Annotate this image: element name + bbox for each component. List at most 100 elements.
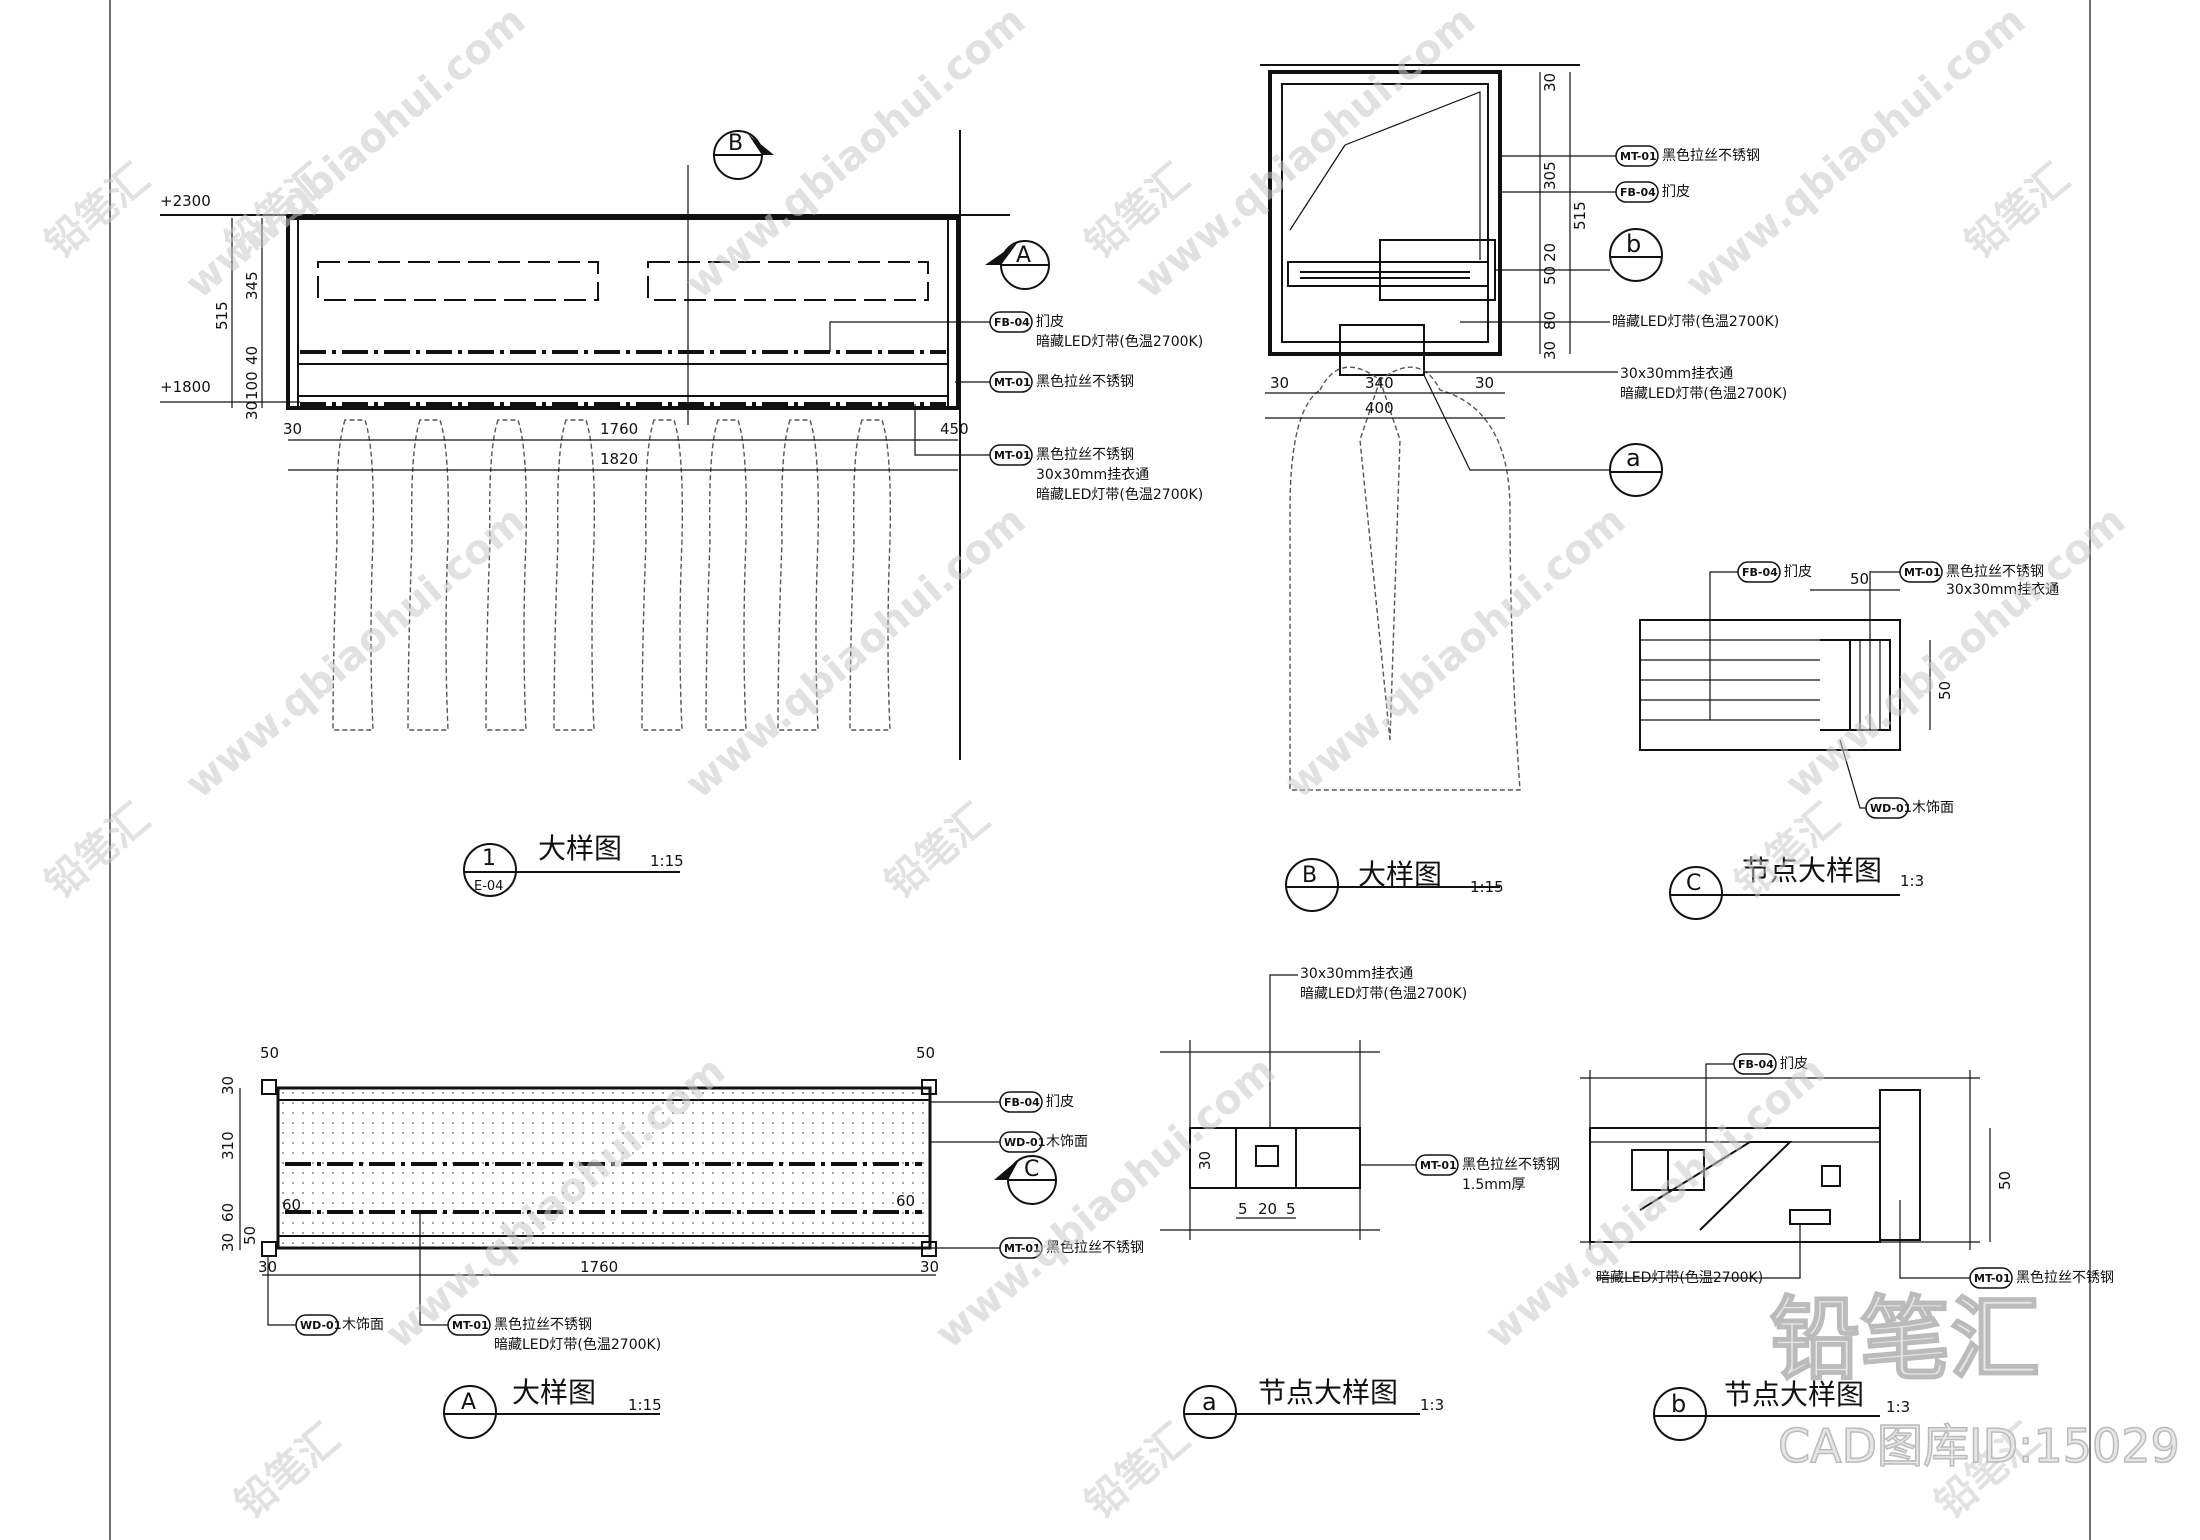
view-a-small-title: a 节点大样图 1:3 — [1183, 1376, 1444, 1439]
watermark-url-8: www.qbiaohui.com — [1777, 498, 2134, 808]
dim-a-h30b: 30 — [920, 1258, 939, 1276]
svg-text:节点大样图: 节点大样图 — [1258, 1376, 1398, 1409]
svg-text:FB-04: FB-04 — [1738, 1058, 1774, 1071]
svg-text:WD-01: WD-01 — [300, 1319, 341, 1332]
left-side-panel — [287, 217, 299, 409]
c-frame — [1639, 619, 1901, 751]
garment-4 — [553, 419, 596, 731]
watermark-brand-8: 铅笔汇 — [227, 1415, 348, 1527]
dim-b-h400: 400 — [1365, 399, 1394, 417]
dim-b-20: 20 — [1541, 243, 1559, 262]
dim-515: 515 — [213, 301, 231, 330]
view-b-small-title: b 节点大样图 1:3 — [1653, 1378, 1910, 1441]
watermark-brand-9: 铅笔汇 — [1077, 1415, 1198, 1527]
svg-text:木饰面: 木饰面 — [1912, 800, 1954, 816]
svg-text:1:15: 1:15 — [628, 1396, 662, 1414]
plan-a-body — [276, 1086, 932, 1250]
svg-text:FB-04: FB-04 — [994, 316, 1030, 329]
dim-a-50: 50 — [241, 1226, 259, 1245]
svg-text:暗藏LED灯带(色温2700K): 暗藏LED灯带(色温2700K) — [1036, 486, 1203, 503]
dim-b-50: 50 — [1541, 266, 1559, 285]
dim-b-h30b: 30 — [1475, 374, 1494, 392]
svg-text:黑色拉丝不锈钢: 黑色拉丝不锈钢 — [1662, 147, 1760, 164]
reflection-lines — [1344, 91, 1481, 260]
dim-b-515: 515 — [1571, 201, 1589, 230]
coat-drawing — [1289, 366, 1521, 791]
svg-text:b: b — [1626, 230, 1641, 258]
callout-a-wd01-b: WD-01 木饰面 — [267, 1256, 384, 1336]
footer-brand: 铅笔汇 CAD图库ID:15029 — [1769, 1286, 2181, 1474]
view-a-small-detail: 30x30mm挂衣通 暗藏LED灯带(色温2700K) MT-01 黑色拉丝不锈… — [1160, 966, 1560, 1439]
section-b-inner — [1281, 83, 1489, 343]
view-c-title: C 节点大样图 1:3 — [1669, 854, 1924, 920]
watermark-url-5: www.qbiaohui.com — [177, 498, 534, 808]
svg-text:扪皮: 扪皮 — [1036, 314, 1064, 330]
svg-text:B: B — [728, 131, 743, 156]
svg-text:暗藏LED灯带(色温2700K): 暗藏LED灯带(色温2700K) — [1612, 313, 1779, 330]
svg-text:大样图: 大样图 — [1358, 858, 1442, 891]
watermark-brand-5: 铅笔汇 — [37, 795, 158, 907]
a-led — [1255, 1145, 1279, 1167]
svg-text:1:15: 1:15 — [1470, 878, 1504, 896]
watermark-url-10: www.qbiaohui.com — [927, 1048, 1284, 1358]
svg-text:黑色拉丝不锈钢: 黑色拉丝不锈钢 — [1462, 1156, 1560, 1173]
svg-text:a: a — [1202, 1388, 1217, 1416]
garment-7 — [777, 419, 820, 731]
dim-a-h60: 60 — [282, 1196, 301, 1214]
dim-a-node-30: 30 — [1196, 1151, 1214, 1170]
garment-5 — [641, 419, 684, 731]
hidden-drawer-left — [317, 261, 599, 301]
callout-mt01-b: MT-01 黑色拉丝不锈钢 30x30mm挂衣通 暗藏LED灯带(色温2700K… — [914, 404, 1203, 503]
dim-c-50v: 50 — [1936, 681, 1954, 700]
svg-text:30x30mm挂衣通: 30x30mm挂衣通 — [1620, 366, 1733, 382]
watermark-brand-4: 铅笔汇 — [1957, 155, 2078, 267]
callout-a-mt01: MT-01 黑色拉丝不锈钢 — [930, 1237, 1144, 1259]
callout-c-wd01: WD-01 木饰面 — [1839, 739, 1954, 819]
svg-text:E-04: E-04 — [474, 879, 503, 894]
dim-a-310: 310 — [219, 1131, 237, 1160]
dim-1820: 1820 — [600, 450, 638, 468]
svg-text:30x30mm挂衣通: 30x30mm挂衣通 — [1300, 966, 1413, 982]
svg-text:C: C — [1024, 1157, 1039, 1182]
section-mark-b: B — [713, 130, 774, 180]
dim-345: 345 — [243, 271, 261, 300]
section-mark-c: C — [994, 1155, 1057, 1205]
svg-text:暗藏LED灯带(色温2700K): 暗藏LED灯带(色温2700K) — [1620, 385, 1787, 402]
dim-a-30: 30 — [219, 1076, 237, 1095]
svg-text:WD-01: WD-01 — [1870, 802, 1911, 815]
garment-row — [332, 419, 892, 731]
svg-text:1:15: 1:15 — [650, 852, 684, 870]
section-b-outline — [1268, 70, 1502, 356]
svg-text:MT-01: MT-01 — [1004, 1242, 1041, 1255]
svg-text:MT-01: MT-01 — [1904, 566, 1941, 579]
svg-text:MT-01: MT-01 — [452, 1319, 489, 1332]
callout-a-mt01-b: MT-01 黑色拉丝不锈钢 暗藏LED灯带(色温2700K) — [419, 1212, 661, 1353]
svg-text:A: A — [461, 1390, 476, 1415]
svg-text:1:3: 1:3 — [1420, 1396, 1444, 1414]
view-a-title: A 大样图 1:15 — [443, 1376, 662, 1439]
watermark-url-6: www.qbiaohui.com — [677, 498, 1034, 808]
view-c-detail: 50 50 FB-04 扪皮 MT-01 黑色拉丝不锈钢 30x30mm挂衣通 … — [1639, 561, 2059, 920]
dim-450: 450 — [940, 420, 969, 438]
garment-2 — [407, 419, 450, 731]
svg-text:FB-04: FB-04 — [1004, 1096, 1040, 1109]
dim-a-node-5b: 5 — [1286, 1200, 1296, 1218]
svg-text:扪皮: 扪皮 — [1780, 1056, 1808, 1072]
b-led — [1821, 1165, 1841, 1187]
dim-b-30: 30 — [1541, 73, 1559, 92]
callout-fb04: FB-04 扪皮 暗藏LED灯带(色温2700K) — [829, 311, 1203, 352]
svg-text:30x30mm挂衣通: 30x30mm挂衣通 — [1036, 467, 1149, 483]
svg-text:黑色拉丝不锈钢: 黑色拉丝不锈钢 — [1036, 446, 1134, 463]
svg-text:节点大样图: 节点大样图 — [1724, 1378, 1864, 1411]
callout-mt01-a: MT-01 黑色拉丝不锈钢 — [955, 371, 1134, 393]
view-b-small-detail: 50 FB-04 扪皮 暗藏LED灯带(色温2700K) MT-01 黑色拉丝不… — [1580, 1053, 2114, 1441]
svg-text:暗藏LED灯带(色温2700K): 暗藏LED灯带(色温2700K) — [1596, 1269, 1763, 1286]
svg-text:暗藏LED灯带(色温2700K): 暗藏LED灯带(色温2700K) — [494, 1336, 661, 1353]
c-hatch — [1640, 639, 1820, 721]
watermark-url-7: www.qbiaohui.com — [1277, 498, 1634, 808]
callout-b-led: 暗藏LED灯带(色温2700K) — [1460, 313, 1779, 330]
dim-b-node-50: 50 — [1996, 1171, 2014, 1190]
callout-b-mt01: MT-01 黑色拉丝不锈钢 — [1500, 145, 1760, 167]
dim-a-node-20: 20 — [1258, 1200, 1277, 1218]
svg-text:木饰面: 木饰面 — [342, 1317, 384, 1333]
